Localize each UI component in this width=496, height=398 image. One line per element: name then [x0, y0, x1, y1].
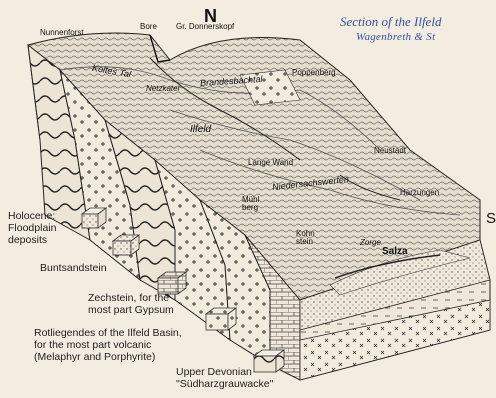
label-zorge: Zorge	[360, 238, 381, 247]
label-kohnstein: Kohn stein	[296, 230, 322, 246]
label-donnerskopf: Gr. Donnerskopf	[176, 22, 234, 31]
label-poppenberg: Poppenberg	[292, 68, 336, 77]
diagram-subtitle: Wagenbreth & St	[356, 31, 435, 43]
label-bore: Bore	[140, 22, 157, 31]
label-muehlberg: Mühl berg	[242, 196, 268, 212]
label-nunnenforst: Nunnenforst	[40, 28, 84, 37]
legend-buntsandstein: Buntsandstein	[40, 262, 107, 274]
label-harzungen: Harzungen	[400, 188, 439, 197]
legend-zechstein: Zechstein, for the most part Gypsum	[88, 292, 174, 316]
label-neustadt: Neustadt	[374, 146, 406, 155]
label-ilfeld: Ilfeld	[190, 124, 211, 135]
legend-rotliegendes: Rotliegendes of the Ilfeld Basin, for th…	[34, 327, 182, 363]
label-netzkater: Netzkater	[146, 84, 180, 93]
label-salza: Salza	[382, 246, 408, 257]
legend-holocene: Holocene: Floodplain deposits	[8, 210, 56, 246]
label-lange-wand: Lange Wand	[248, 158, 293, 167]
south-label: S	[486, 210, 496, 227]
diagram-title: Section of the Ilfeld	[340, 14, 441, 30]
legend-devonian: Upper Devonian "Südharzgrauwacke"	[176, 366, 273, 390]
